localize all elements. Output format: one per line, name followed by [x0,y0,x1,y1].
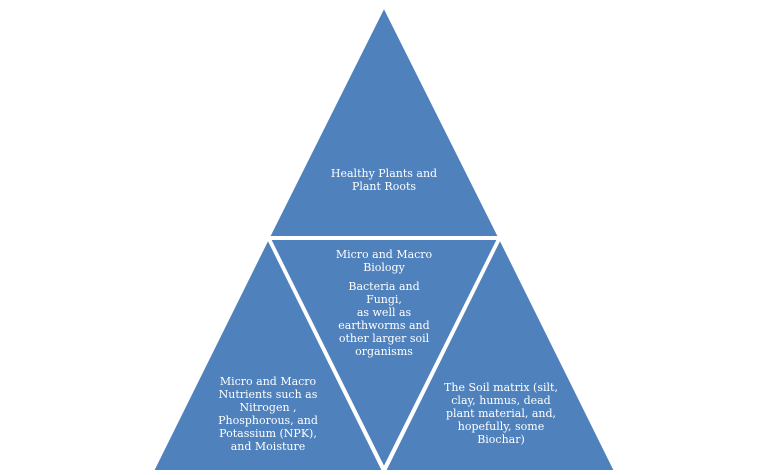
left-triangle-label: Micro and Macro Nutrients such as Nitrog… [212,375,324,453]
center-triangle-label: Micro and Macro Biology Bacteria and Fun… [330,248,438,358]
center-title-line: Biology [363,261,405,274]
right-label-line: clay, humus, dead [451,394,551,407]
left-label-line: Potassium (NPK), [219,427,317,440]
right-triangle [383,236,617,472]
top-label-line: Plant Roots [351,180,417,193]
center-detail-line: earthworms and [338,319,430,332]
right-label-line: plant material, and, [445,407,557,420]
center-detail-line: organisms [355,345,413,358]
center-detail-line: other larger soil [338,332,430,345]
right-label-line: hopefully, some [457,420,545,433]
left-label-line: Phosphorous, and [218,414,318,427]
left-label-line: and Moisture [230,440,306,453]
left-label-line: Nitrogen , [239,401,297,414]
right-label-line: The Soil matrix (silt, [444,381,558,394]
top-triangle [267,4,501,238]
right-label-line: Biochar) [477,433,525,446]
right-triangle-label: The Soil matrix (silt, clay, humus, dead… [443,381,559,446]
center-title-line: Micro and Macro [335,248,433,261]
top-label-line: Healthy Plants and [330,167,438,180]
top-triangle-label: Healthy Plants and Plant Roots [322,167,446,193]
left-label-line: Micro and Macro [219,375,317,388]
left-label-line: Nutrients such as [218,388,318,401]
center-inverted-triangle [268,238,500,471]
left-triangle [151,236,385,472]
center-detail-line: Bacteria and Fungi, [348,280,420,306]
center-detail-line: as well as [356,306,412,319]
